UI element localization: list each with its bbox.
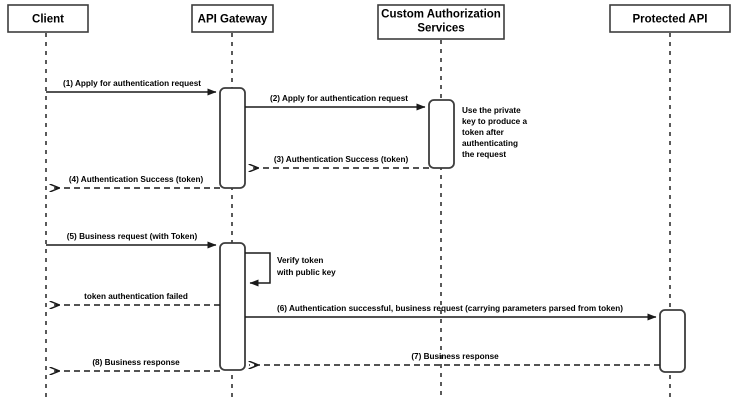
participant-protected-api-label: Protected API — [633, 14, 708, 26]
message-token-auth-failed-label: token authentication failed — [84, 292, 188, 301]
message-6-label: (6) Authentication successful, business … — [277, 304, 623, 313]
participant-custom-auth-label-line1: Custom Authorization — [381, 9, 501, 21]
message-1-label: (1) Apply for authentication request — [63, 79, 201, 88]
message-4-label: (4) Authentication Success (token) — [69, 175, 204, 184]
message-8-label: (8) Business response — [92, 358, 180, 367]
message-8: (8) Business response — [50, 358, 220, 371]
note-custom-auth-line-5: the request — [462, 150, 506, 159]
note-custom-auth-line-1: Use the private — [462, 106, 521, 115]
message-2: (2) Apply for authentication request — [245, 94, 426, 111]
note-custom-auth-line-3: token after — [462, 128, 505, 137]
self-message-verify-token-arrow — [245, 252, 271, 287]
participant-custom-auth[interactable]: Custom Authorization Services — [377, 4, 505, 40]
message-7: (7) Business response — [249, 352, 660, 365]
message-2-label: (2) Apply for authentication request — [270, 94, 408, 103]
participant-protected-api[interactable]: Protected API — [609, 4, 731, 33]
activation-api-gateway-business — [219, 242, 246, 371]
note-custom-auth: Use the private key to produce a token a… — [462, 106, 528, 159]
participant-api-gateway[interactable]: API Gateway — [191, 4, 274, 33]
participant-client[interactable]: Client — [7, 4, 89, 33]
activation-api-gateway-auth — [219, 87, 246, 189]
message-3: (3) Authentication Success (token) — [249, 155, 429, 168]
self-message-verify-token: Verify token with public key — [245, 252, 336, 287]
self-message-verify-token-label-line1: Verify token — [277, 256, 323, 265]
participant-api-gateway-label: API Gateway — [198, 14, 268, 26]
message-5-label: (5) Business request (with Token) — [67, 232, 198, 241]
participant-custom-auth-label-line2: Services — [417, 23, 464, 35]
message-1: (1) Apply for authentication request — [46, 79, 217, 96]
self-message-verify-token-label-line2: with public key — [276, 268, 336, 277]
note-custom-auth-line-2: key to produce a — [462, 117, 528, 126]
participant-client-label: Client — [32, 14, 64, 26]
message-7-label: (7) Business response — [411, 352, 499, 361]
message-5: (5) Business request (with Token) — [46, 232, 217, 249]
note-custom-auth-line-4: authenticating — [462, 139, 518, 148]
activation-protected-api — [659, 309, 686, 373]
message-token-auth-failed: token authentication failed — [50, 292, 220, 305]
message-4: (4) Authentication Success (token) — [50, 175, 220, 188]
activation-custom-auth — [428, 99, 455, 169]
message-6: (6) Authentication successful, business … — [245, 304, 657, 321]
message-3-label: (3) Authentication Success (token) — [274, 155, 409, 164]
